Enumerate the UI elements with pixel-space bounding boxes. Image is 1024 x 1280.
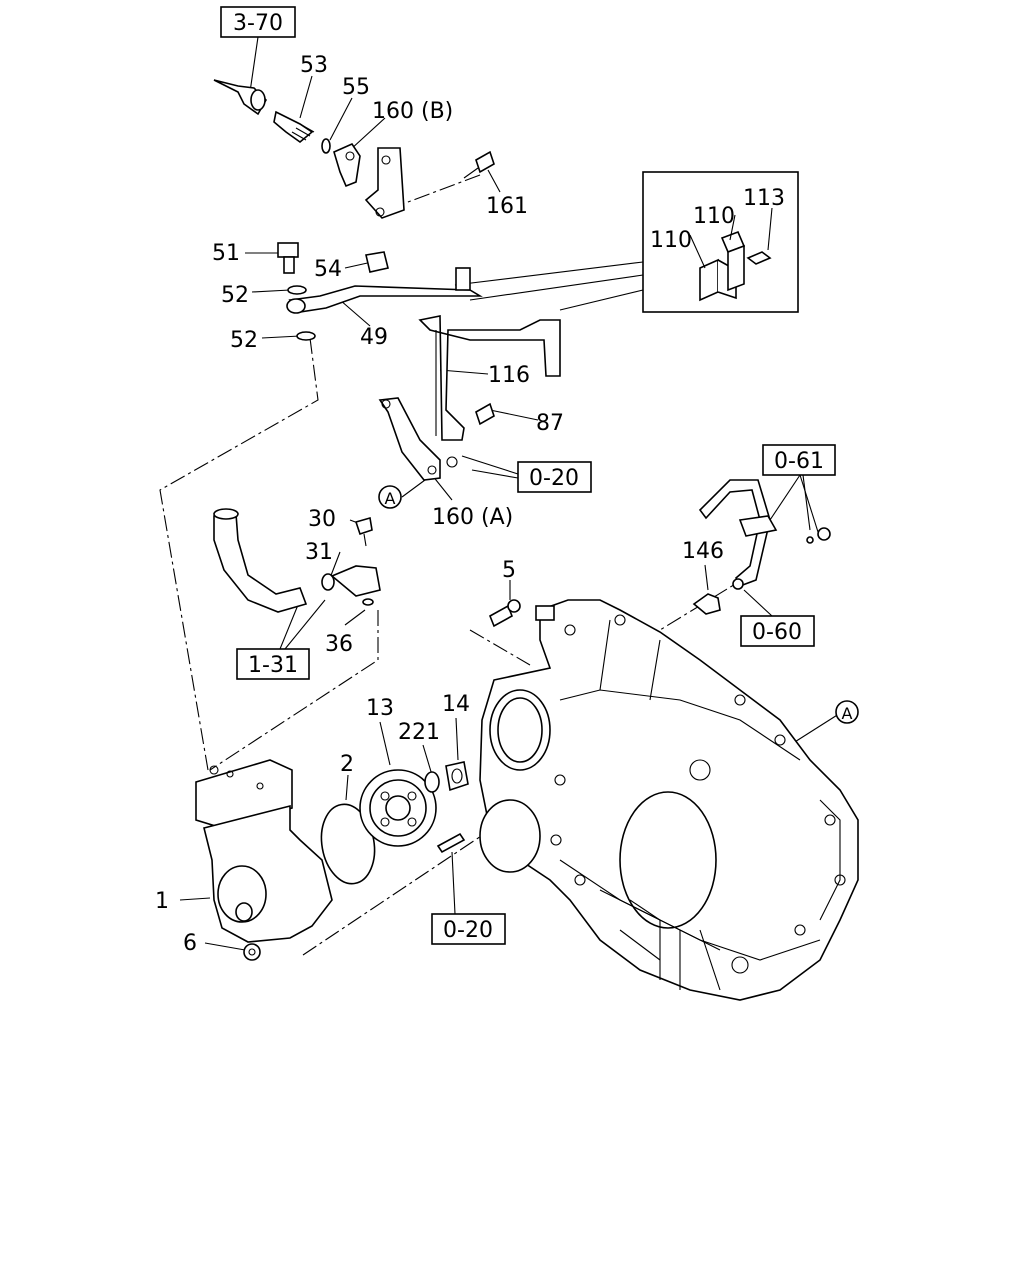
ref-box-3-70[interactable]: 3-70: [220, 6, 296, 38]
label-52b: 52: [230, 328, 258, 353]
fitting-146: [692, 593, 721, 615]
pipe-0-61: [698, 479, 778, 590]
label-1: 1: [155, 889, 169, 914]
nut-54: [365, 251, 389, 273]
label-110a: 110: [650, 228, 692, 253]
fitting-3-70: [213, 79, 267, 116]
bracket-116: [418, 267, 561, 441]
pipe-49: [286, 285, 483, 314]
nut-0-61: [806, 527, 831, 544]
hose-1-31: [213, 508, 308, 613]
label-160b: 160 (B): [372, 99, 453, 124]
svg-text:0-20: 0-20: [529, 466, 579, 491]
washer-52b: [296, 331, 316, 341]
bolt-87: [475, 402, 495, 426]
ref-box-0-61[interactable]: 0-61: [762, 444, 836, 476]
label-31: 31: [305, 540, 333, 565]
label-49: 49: [360, 325, 388, 350]
label-161: 161: [486, 194, 528, 219]
label-116: 116: [488, 363, 530, 388]
svg-text:0-60: 0-60: [752, 620, 802, 645]
bolt-161: [463, 150, 495, 179]
flywheel-housing: [479, 599, 859, 1001]
label-221: 221: [398, 720, 440, 745]
nut-14: [445, 761, 469, 792]
bracket-160a: [378, 397, 458, 481]
label-5: 5: [502, 558, 516, 583]
bolt-51: [277, 242, 299, 274]
washer-221: [424, 771, 440, 793]
svg-text:A: A: [385, 489, 396, 508]
svg-text:3-70: 3-70: [233, 11, 283, 36]
label-2: 2: [340, 752, 354, 777]
label-13: 13: [366, 696, 394, 721]
fitting-31: [321, 565, 381, 597]
gear-13: [359, 769, 437, 847]
gasket-2: [320, 803, 376, 885]
marker-a-right: A: [835, 700, 859, 724]
ref-box-0-20-upper[interactable]: 0-20: [517, 461, 592, 493]
label-51: 51: [212, 241, 240, 266]
label-55: 55: [342, 75, 370, 100]
label-160a: 160 (A): [432, 505, 513, 530]
ref-box-0-60[interactable]: 0-60: [740, 615, 815, 647]
label-87: 87: [536, 411, 564, 436]
label-113: 113: [743, 186, 785, 211]
svg-text:A: A: [842, 704, 853, 723]
detail-inset-box: [454, 171, 799, 313]
stud-0-20: [436, 832, 466, 854]
label-30: 30: [308, 507, 336, 532]
fitting-53: [273, 110, 315, 144]
washer-52a: [287, 285, 307, 295]
marker-a-left: A: [378, 485, 402, 509]
label-54: 54: [314, 257, 342, 282]
bolt-30: [354, 516, 373, 547]
part-labels: 53 55 160 (B) 161 51 54 52 52 49 116 87 …: [155, 53, 785, 956]
svg-text:0-61: 0-61: [774, 449, 824, 474]
label-14: 14: [442, 692, 470, 717]
ref-box-1-31[interactable]: 1-31: [236, 648, 310, 680]
air-compressor: [195, 759, 333, 943]
label-36: 36: [325, 632, 353, 657]
ring-36: [362, 598, 374, 606]
svg-text:0-20: 0-20: [443, 918, 493, 943]
bracket-160b: [333, 142, 405, 219]
label-53: 53: [300, 53, 328, 78]
ref-box-0-20-lower[interactable]: 0-20: [431, 913, 506, 945]
clip-part: [699, 230, 772, 302]
label-52a: 52: [221, 283, 249, 308]
bolt-5: [488, 599, 521, 628]
svg-text:1-31: 1-31: [248, 653, 298, 678]
ring-55: [321, 138, 331, 154]
label-146: 146: [682, 539, 724, 564]
leader-lines: [179, 36, 843, 951]
label-110b: 110: [693, 204, 735, 229]
nut-6: [243, 943, 261, 961]
label-6: 6: [183, 931, 197, 956]
